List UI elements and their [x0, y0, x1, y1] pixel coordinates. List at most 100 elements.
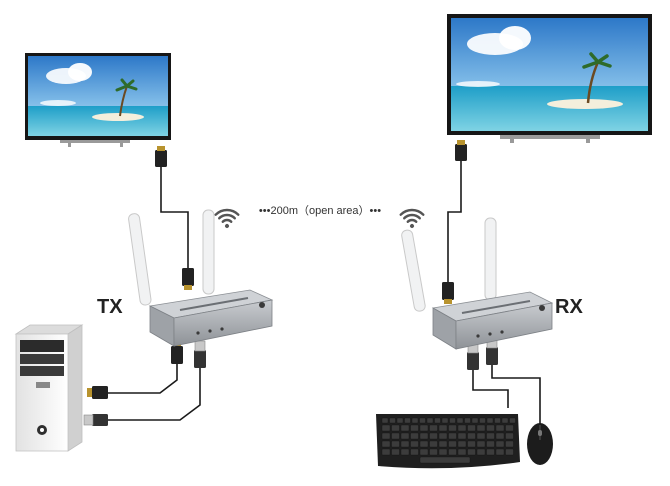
keyboard-key — [479, 417, 486, 424]
rx-antenna-right — [484, 217, 497, 301]
keyboard-key — [494, 417, 501, 424]
keyboard-key — [476, 440, 486, 448]
tv-right — [447, 14, 652, 143]
keyboard-key — [438, 448, 448, 456]
keyboard-key — [438, 432, 448, 440]
keyboard-key — [400, 432, 410, 440]
keyboard-key — [410, 440, 419, 448]
tx-antenna-left — [128, 213, 152, 306]
tx-antenna-right — [202, 209, 215, 295]
usb-cable-mouse — [491, 365, 541, 424]
keyboard-key — [429, 448, 438, 456]
wifi-signal-icon — [399, 208, 425, 228]
keyboard-key — [495, 424, 505, 432]
keyboard-key — [389, 417, 396, 424]
keyboard-key — [381, 417, 389, 424]
keyboard-key — [400, 440, 410, 448]
keyboard-key — [419, 448, 429, 456]
keyboard-key — [486, 424, 495, 432]
keyboard-key — [391, 448, 400, 456]
keyboard-key — [495, 448, 505, 456]
keyboard-key — [509, 417, 516, 424]
tx-label: TX — [97, 296, 123, 318]
keyboard-key — [467, 424, 476, 432]
usb-plugs — [83, 338, 498, 426]
range-label: •••200m（open area）••• — [259, 204, 381, 217]
keyboard-key — [464, 417, 471, 424]
hdmi-cable-tv-right — [447, 160, 462, 282]
keyboard-key — [419, 417, 426, 424]
keyboard-key — [476, 448, 486, 456]
keyboard-key — [410, 424, 419, 432]
keyboard-key — [448, 432, 457, 440]
keyboard-key — [426, 417, 434, 424]
keyboard-key — [457, 448, 467, 456]
keyboard-key — [410, 448, 419, 456]
rx-label: RX — [555, 296, 583, 318]
keyboard-key — [381, 440, 391, 448]
keyboard-key — [505, 448, 514, 456]
keyboard-key — [448, 448, 457, 456]
keyboard-key — [471, 417, 479, 424]
rx-antenna-left — [401, 229, 426, 312]
keyboard-key — [457, 432, 467, 440]
keyboard-key — [476, 432, 486, 440]
keyboard-key — [404, 417, 411, 424]
keyboard-key — [457, 424, 467, 432]
keyboard-key — [486, 440, 495, 448]
keyboard-key — [419, 424, 429, 432]
keyboard-key — [467, 440, 476, 448]
keyboard-key — [429, 424, 438, 432]
keyboard-key — [381, 432, 391, 440]
hdmi-cable-tv-left — [160, 166, 189, 268]
keyboard-key — [505, 440, 514, 448]
keyboard-key — [400, 448, 410, 456]
keyboard-key — [391, 424, 400, 432]
keyboard-key — [429, 432, 438, 440]
keyboard-key — [467, 432, 476, 440]
keyboard-key — [419, 432, 429, 440]
tx-transmitter — [128, 209, 274, 347]
keyboard-key — [411, 417, 419, 424]
pc-tower — [14, 324, 84, 452]
keyboard-key — [419, 440, 429, 448]
keyboard-key — [448, 424, 457, 432]
keyboard-key — [434, 417, 441, 424]
keyboard-key — [396, 417, 404, 424]
keyboard-key — [456, 417, 464, 424]
keyboard-key — [438, 424, 448, 432]
keyboard-key — [448, 440, 457, 448]
tv-left — [25, 53, 171, 147]
keyboard-key — [495, 440, 505, 448]
mouse — [527, 423, 553, 465]
keyboard-key — [381, 424, 391, 432]
keyboard-key — [449, 417, 456, 424]
keyboard-spacebar — [419, 456, 471, 464]
keyboard-key — [505, 432, 514, 440]
keyboard-key — [486, 448, 495, 456]
keyboard — [376, 414, 520, 469]
keyboard-key — [441, 417, 449, 424]
keyboard-key — [438, 440, 448, 448]
usb-cable-keyboard — [472, 370, 509, 408]
keyboard-key — [495, 432, 505, 440]
hdmi-cable-pc — [108, 364, 178, 394]
usb-cable-pc — [108, 367, 201, 421]
keyboard-key — [381, 448, 391, 456]
keyboard-key — [486, 432, 495, 440]
keyboard-key — [457, 440, 467, 448]
keyboard-key — [410, 432, 419, 440]
keyboard-key — [467, 448, 476, 456]
keyboard-key — [391, 440, 400, 448]
keyboard-key — [505, 424, 514, 432]
keyboard-key — [486, 417, 494, 424]
keyboard-key — [476, 424, 486, 432]
keyboard-key — [429, 440, 438, 448]
hdmi-plugs — [87, 140, 467, 399]
rx-receiver — [401, 217, 554, 350]
keyboard-key — [400, 424, 410, 432]
keyboard-key — [501, 417, 509, 424]
wifi-signal-icon — [214, 208, 240, 228]
cables — [108, 160, 541, 424]
